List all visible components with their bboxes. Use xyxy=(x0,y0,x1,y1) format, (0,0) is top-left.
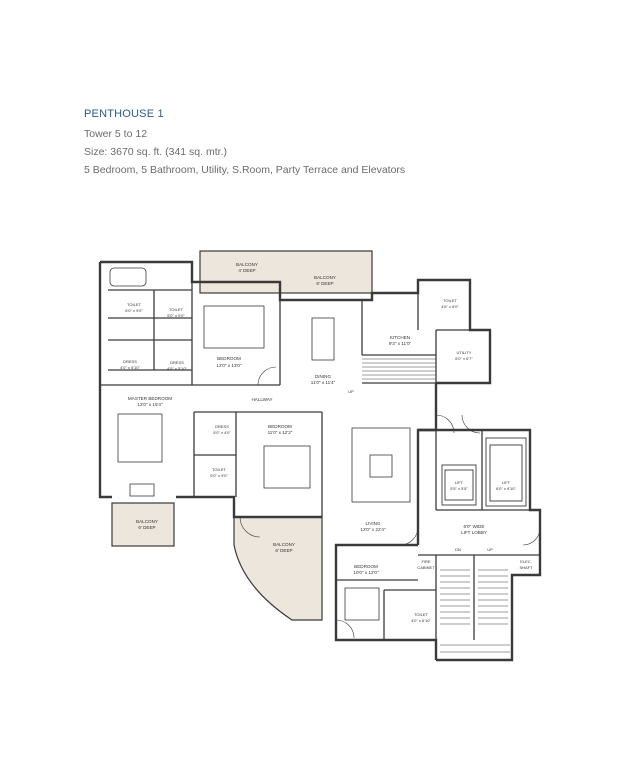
bed-bedroom-2 xyxy=(263,445,311,489)
wall-right-inner xyxy=(416,383,438,545)
dim-dress-1: 4'0" x 5'10" xyxy=(120,365,140,370)
bed-bedroom-3 xyxy=(344,587,380,621)
balcony-bottom xyxy=(233,516,323,621)
label-toilet-3: TOILET xyxy=(443,298,457,303)
dim-lift-1: 5'5" x 5'5" xyxy=(450,486,468,491)
dim-lift-2: 6'0" x 9'10" xyxy=(496,486,516,491)
lift-2-car xyxy=(489,444,523,502)
label-dress-3: DRESS xyxy=(215,424,229,429)
label-bedroom-3: BEDROOM xyxy=(354,564,378,569)
dim-living: 13'0" x 22'4" xyxy=(360,527,386,532)
dim-utility: 6'0" x 6'7" xyxy=(455,356,473,361)
label-balcony-top-left: BALCONY xyxy=(236,262,258,267)
label-dn: DN xyxy=(455,547,461,552)
dim-dress-3: 5'0" x 4'0" xyxy=(213,430,231,435)
walls xyxy=(98,260,542,662)
tower-range: Tower 5 to 12 xyxy=(84,128,148,140)
unit-description: 5 Bedroom, 5 Bathroom, Utility, S.Room, … xyxy=(84,164,406,176)
dim-toilet-1: 6'0" x 9'0" xyxy=(125,308,143,313)
coffee-table xyxy=(369,454,393,478)
wall-bottom xyxy=(334,543,438,660)
label-bedroom-1: BEDROOM xyxy=(217,356,241,361)
dim-toilet-4: 5'0" x 9'0" xyxy=(210,473,228,478)
label-up-kitchen-stair: UP xyxy=(348,389,354,394)
label-toilet-1: TOILET xyxy=(127,302,141,307)
dim-toilet-3: 4'6" x 6'0" xyxy=(441,304,459,309)
balcony-top xyxy=(199,250,373,294)
plan-title: PENTHOUSE 1 xyxy=(84,108,164,120)
label-up-stair: UP xyxy=(487,547,493,552)
wall-lobby xyxy=(418,428,542,640)
label-balcony-left: BALCONY xyxy=(136,519,158,524)
lift-shafts xyxy=(441,437,527,507)
dim-master-bedroom: 12'0" x 15'4" xyxy=(137,402,163,407)
furniture xyxy=(109,267,411,621)
dim-bedroom-3: 10'0" x 12'0" xyxy=(353,570,379,575)
dim-kitchen: 9'3" x 11'0" xyxy=(389,341,412,346)
dim-balcony-top-right: 6' DEEP xyxy=(316,281,333,286)
dim-balcony-bottom: 6' DEEP xyxy=(275,548,292,553)
label-toilet-2: TOILET xyxy=(169,307,183,312)
lift-1-shaft xyxy=(441,464,477,506)
dim-dining: 11'0" x 11'4" xyxy=(311,380,336,385)
label-lift-lobby: LIFT LOBBY xyxy=(461,530,487,535)
label-lobby-width: 6'0" WIDE xyxy=(464,524,485,529)
dim-balcony-left: 6' DEEP xyxy=(138,525,155,530)
label-toilet-4: TOILET xyxy=(212,467,226,472)
wall-left xyxy=(98,262,112,499)
dim-bedroom-2: 11'0" x 12'2" xyxy=(268,430,293,435)
label-dining: DINING xyxy=(315,374,332,379)
label-lift-2: LIFT xyxy=(502,480,511,485)
staircases xyxy=(362,358,510,653)
label-bedroom-2: BEDROOM xyxy=(268,424,292,429)
dim-balcony-top-left: 4' DEEP xyxy=(238,268,255,273)
label-balcony-top-right: BALCONY xyxy=(314,275,336,280)
balcony-fills xyxy=(111,250,373,621)
lift-2-shaft xyxy=(485,437,527,507)
lift-1-car xyxy=(444,469,474,501)
bathtub xyxy=(109,267,147,287)
label-balcony-bottom: BALCONY xyxy=(273,542,295,547)
bed-master xyxy=(117,413,163,463)
door-swings xyxy=(239,366,541,639)
label-kitchen: KITCHEN xyxy=(390,335,410,340)
label-shaft: SHAFT xyxy=(519,565,533,570)
dim-bedroom-1: 12'0" x 13'0" xyxy=(216,363,242,368)
label-elec: ELEC. xyxy=(520,559,532,564)
living-sofa-set xyxy=(351,427,411,503)
unit-size: Size: 3670 sq. ft. (341 sq. mtr.) xyxy=(84,146,227,158)
label-living: LIVING xyxy=(365,521,380,526)
label-toilet-5: TOILET xyxy=(414,612,428,617)
dim-dress-2: 4'5" x 5'10" xyxy=(167,366,187,371)
label-lift-1: LIFT xyxy=(455,480,464,485)
dim-toilet-5: 4'0" x 6'10" xyxy=(411,618,431,623)
interior-walls xyxy=(100,282,540,640)
wall-mid-bottom xyxy=(176,495,322,519)
label-utility: UTILITY xyxy=(457,350,472,355)
bed-bedroom-1 xyxy=(203,305,265,349)
dim-toilet-2: 5'0" x 9'0" xyxy=(167,313,185,318)
label-fire: FIRE xyxy=(421,559,430,564)
label-hallway: HALLWAY xyxy=(251,397,272,402)
label-dress-2: DRESS xyxy=(170,360,184,365)
wall-stair-bottom xyxy=(436,640,514,662)
master-chair xyxy=(129,483,155,497)
label-cabinet: CABINET xyxy=(417,565,435,570)
label-dress-1: DRESS xyxy=(123,359,137,364)
dining-table xyxy=(311,317,335,361)
balcony-left xyxy=(111,502,175,547)
label-master-bedroom: MASTER BEDROOM xyxy=(128,396,172,401)
